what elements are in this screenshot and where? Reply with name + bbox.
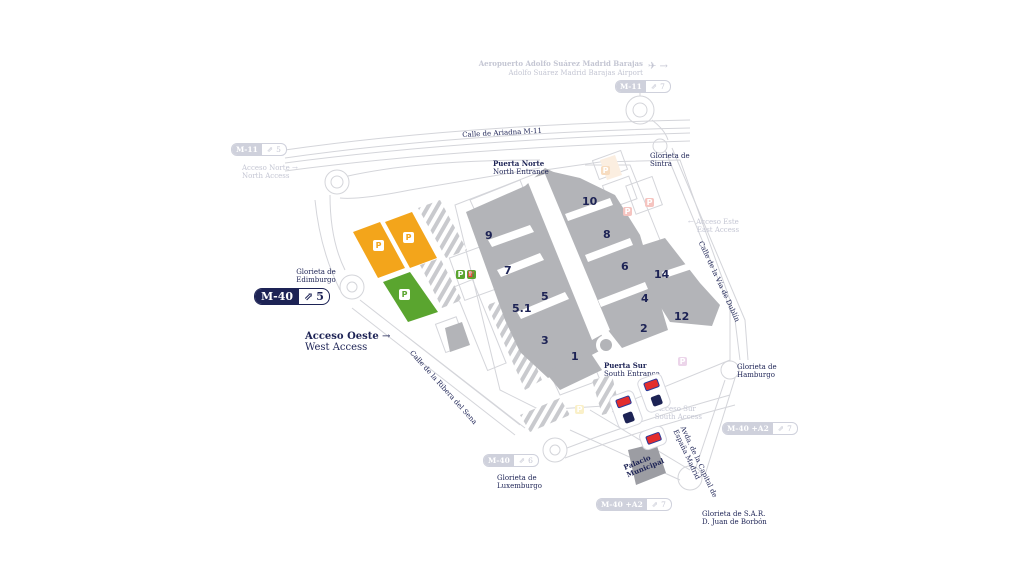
metro-icon <box>644 431 662 445</box>
south-entrance-es: Puerta Sur <box>604 361 647 370</box>
hall-9[interactable]: 9 <box>485 229 493 242</box>
exit-number: 5 <box>276 145 281 154</box>
road-name: M-40 +A2 <box>597 499 647 510</box>
hall-1[interactable]: 1 <box>571 350 579 363</box>
north-access-label: Acceso Norte →North Access <box>242 164 298 180</box>
airport-label-en: Adolfo Suárez Madrid Barajas Airport <box>508 69 643 77</box>
parking-icon[interactable]: P <box>399 289 410 300</box>
roundabout-luxemburgo: Glorieta de Luxemburgo <box>497 474 542 490</box>
road-name: M-11 <box>616 81 646 92</box>
parking-icon[interactable]: P <box>403 232 414 243</box>
parking-icon[interactable]: P <box>678 357 687 366</box>
exit-number: 7 <box>787 424 792 433</box>
north-entrance-en: North Entrance <box>493 168 549 176</box>
exit-icon: ⇗ <box>777 424 785 433</box>
roundabout-juan-de-borbon: Glorieta de S.A.R. D. Juan de Borbón <box>702 510 767 526</box>
north-access-en: North Access <box>242 172 290 180</box>
hall-5[interactable]: 5 <box>541 290 549 303</box>
hall-3[interactable]: 3 <box>541 334 549 347</box>
parking-icon[interactable]: P <box>601 166 610 175</box>
hall-10[interactable]: 10 <box>582 195 598 208</box>
road-badge-m11-exit5: M-11 ⇗5 <box>231 143 287 156</box>
roundabout-edimburgo: Glorieta de Edimburgo <box>296 268 336 284</box>
hatched-areas <box>418 200 620 432</box>
parking-icon[interactable]: P <box>456 270 465 279</box>
hall-corridors <box>488 174 695 355</box>
parking-icon[interactable]: P <box>575 405 584 414</box>
metro-icon <box>614 394 632 409</box>
metro-icon <box>642 377 660 392</box>
road-badge-m40-exit5: M-40 ⇗5 <box>254 288 330 305</box>
exit-icon: ⇗ <box>651 500 659 509</box>
east-access-es: Acceso Este <box>696 218 739 226</box>
road-name: M-40 +A2 <box>723 423 773 434</box>
hall-14[interactable]: 14 <box>654 268 670 281</box>
road-badge-m40-a2-south: M-40 +A2 ⇗7 <box>596 498 672 511</box>
hall-7[interactable]: 7 <box>504 264 512 277</box>
road-badge-m40-a2-east: M-40 +A2 ⇗7 <box>722 422 798 435</box>
hall-12[interactable]: 12 <box>674 310 690 323</box>
roundabout-hamburgo: Glorieta de Hamburgo <box>737 363 777 379</box>
road-name: M-11 <box>232 144 262 155</box>
parking-icon[interactable]: P <box>623 207 632 216</box>
hall-8[interactable]: 8 <box>603 228 611 241</box>
parking-icon[interactable]: P <box>373 240 384 251</box>
road-name: M-40 <box>484 455 514 466</box>
exit-number: 5 <box>316 290 324 303</box>
exit-number: 7 <box>661 500 666 509</box>
exit-number: 6 <box>528 456 533 465</box>
road-badge-m11-exit7: M-11 ⇗7 <box>615 80 671 93</box>
airport-label-es: Aeropuerto Adolfo Suárez Madrid Barajas <box>478 59 643 68</box>
hall-4[interactable]: 4 <box>641 292 649 305</box>
exit-icon: ⇗ <box>518 456 526 465</box>
airplane-icon: ✈ → <box>648 61 668 72</box>
roundabout-sintra: Glorieta de Sintra <box>650 152 690 168</box>
exit-icon: ⇗ <box>650 82 658 91</box>
exit-icon: ⇗ <box>304 290 314 303</box>
parking-icon[interactable]: P <box>645 198 654 207</box>
east-access-label: ← Acceso Este East Access <box>688 218 740 234</box>
west-access-es: Acceso Oeste <box>305 331 379 342</box>
west-access-en: West Access <box>305 342 368 353</box>
bus-icon <box>650 394 664 408</box>
hall-6[interactable]: 6 <box>621 260 629 273</box>
road-badge-m40-exit6: M-40 ⇗6 <box>483 454 539 467</box>
ev-parking-icon[interactable]: ⛽ <box>467 270 476 279</box>
roads <box>284 90 749 491</box>
south-access-en: South Access <box>654 413 702 421</box>
hall-2[interactable]: 2 <box>640 322 648 335</box>
south-access-es: Acceso Sur <box>656 405 696 413</box>
south-entrance-en: South Entrance <box>604 370 660 378</box>
exit-number: 7 <box>660 82 665 91</box>
road-name: M-40 <box>255 289 300 304</box>
east-access-en: East Access <box>696 226 740 234</box>
north-entrance-es: Puerta Norte <box>493 159 545 168</box>
north-access-es: Acceso Norte <box>242 164 290 172</box>
bus-icon <box>622 411 636 425</box>
west-access-label: Acceso Oeste →West Access <box>305 331 391 353</box>
hall-5-1[interactable]: 5.1 <box>512 302 532 315</box>
exit-icon: ⇗ <box>266 145 274 154</box>
